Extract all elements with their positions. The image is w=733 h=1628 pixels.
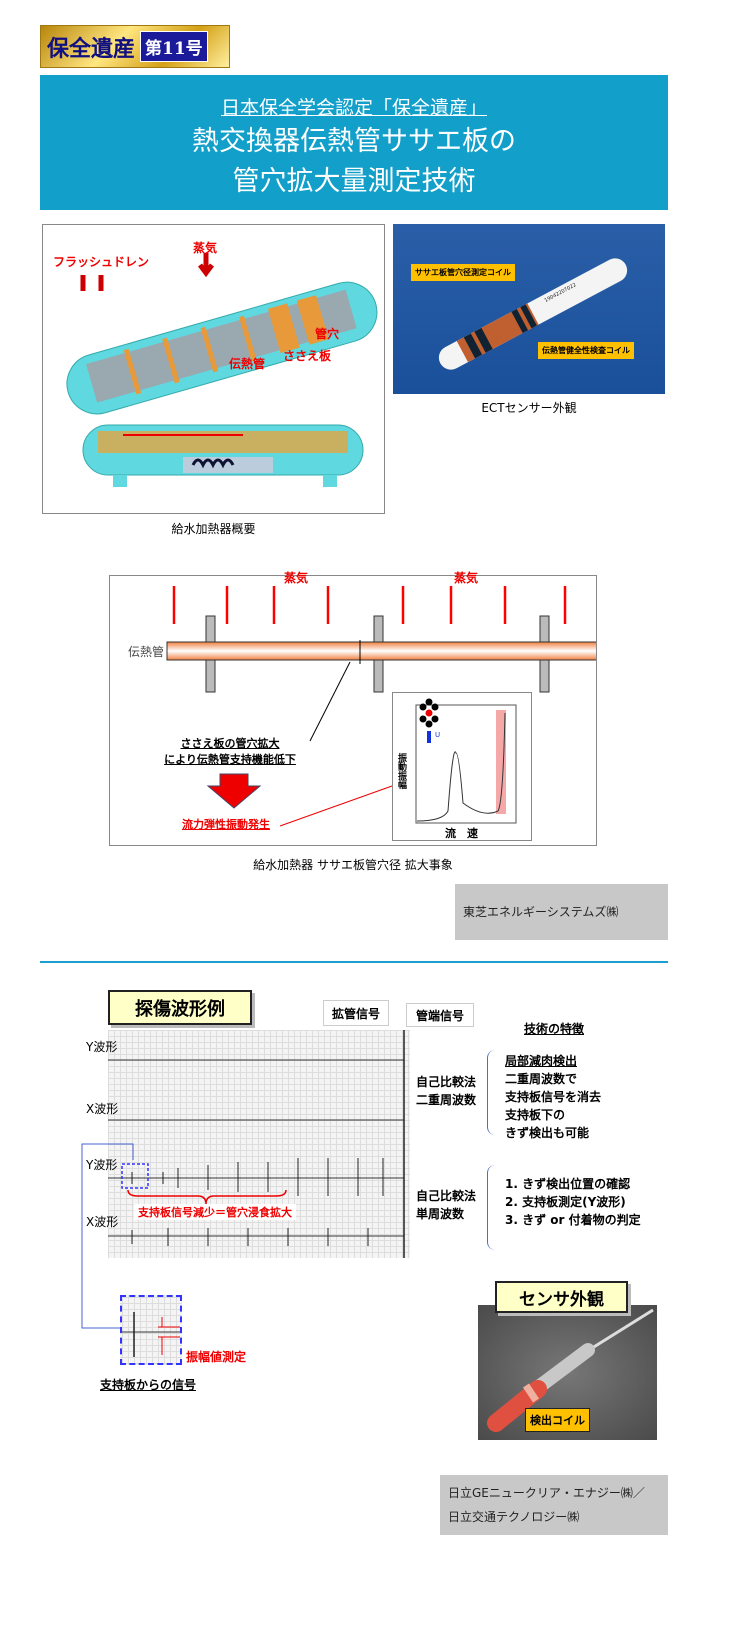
- flash-drain-label: フラッシュドレン: [53, 255, 150, 269]
- effect-text: 流力弾性振動発生: [182, 818, 270, 831]
- method-single-frequency: 自己比較法 単周波数: [416, 1187, 476, 1223]
- company-credit-hitachi: 日立GEニュークリア・エナジー㈱／ 日立交通テクノロジー㈱: [440, 1475, 668, 1535]
- banner-title-line1: 熱交換器伝熱管ササエ板の: [192, 126, 516, 157]
- badge-series: 保全遺産: [47, 35, 136, 62]
- heater-illustration: [66, 253, 378, 487]
- support-signal-note: 支持板信号減少＝管穴浸食拡大: [134, 1204, 296, 1220]
- sensor-title: センサ外観: [495, 1281, 628, 1313]
- y-waveform-label-2: Y波形: [86, 1158, 118, 1172]
- banner-title-line2: 管穴拡大量測定技術: [232, 166, 476, 197]
- tube-label: 伝熱管: [128, 645, 165, 659]
- brace-1: [487, 1050, 495, 1135]
- graph-xlabel: 流 速: [445, 827, 478, 840]
- section-divider: [40, 961, 668, 963]
- waveform-title: 探傷波形例: [108, 990, 252, 1025]
- method-dual-frequency: 自己比較法 二重周波数: [416, 1073, 476, 1109]
- method1-line1: 自己比較法: [416, 1075, 477, 1089]
- heater-caption: 給水加熱器概要: [171, 522, 256, 536]
- feature1-heading: 局部減肉検出: [505, 1054, 578, 1068]
- inset-trace: [122, 1312, 180, 1357]
- vibration-graph: 振動振幅 流 速 U: [392, 692, 532, 841]
- feature1-line: 支持板下の: [505, 1108, 566, 1122]
- method1-line2: 二重周波数: [416, 1093, 477, 1107]
- tube-hole-label: 管穴: [315, 327, 340, 341]
- waveform-traces: [108, 1030, 405, 1258]
- heater-figure: 蒸気 フラッシュドレン 管穴 ささえ板 伝熱管: [42, 224, 385, 514]
- sensor-photo: 検出コイル: [478, 1305, 657, 1440]
- inset-caption: 支持板からの信号: [100, 1378, 197, 1392]
- zoom-connector: [81, 1143, 134, 1329]
- feature2-line: 2. 支持板測定(Y波形): [505, 1195, 626, 1209]
- issue-badge: 保全遺産 第11号: [40, 25, 230, 68]
- brace-2: [487, 1165, 495, 1250]
- banner-subtitle: 日本保全学会認定「保全遺産」: [220, 97, 487, 119]
- phenomenon-figure: 蒸気 蒸気 伝熱管 ささえ板の管穴拡大 により伝熱管支持機能低下 流力弾性振動発…: [109, 571, 597, 846]
- company-credit-toshiba: 東芝エネルギーシステムズ㈱: [455, 884, 668, 940]
- feature2-line: 1. きず検出位置の確認: [505, 1177, 631, 1191]
- detection-coil-callout: 検出コイル: [525, 1408, 590, 1432]
- company-name: 東芝エネルギーシステムズ㈱: [463, 905, 619, 919]
- x-waveform-label-1: X波形: [86, 1102, 119, 1116]
- expansion-signal-label: 拡管信号: [323, 1000, 389, 1026]
- feature1-line: 二重周波数で: [505, 1072, 578, 1086]
- callout-tube-hole-coil: ササエ板管穴径測定コイル: [411, 264, 515, 281]
- heat-tube-label: 伝熱管: [229, 357, 266, 371]
- tube-support-diagram: [166, 586, 596, 827]
- flow-symbol: U: [435, 731, 441, 739]
- features-title: 技術の特徴: [524, 1022, 585, 1036]
- steam-label-right: 蒸気: [454, 571, 479, 585]
- title-banner: 日本保全学会認定「保全遺産」 熱交換器伝熱管ササエ板の 管穴拡大量測定技術: [40, 75, 668, 210]
- method2-line1: 自己比較法: [416, 1189, 477, 1203]
- support-signal-inset: [120, 1295, 182, 1365]
- feature1-line: きず検出も可能: [505, 1126, 590, 1140]
- company-name-line2: 日立交通テクノロジー㈱: [448, 1510, 580, 1524]
- waveform-chart: [108, 1030, 410, 1258]
- feature2-line: 3. きず or 付着物の判定: [505, 1213, 641, 1227]
- steam-label-left: 蒸気: [284, 571, 309, 585]
- x-waveform-label-2: X波形: [86, 1215, 119, 1229]
- feature1-line: 支持板信号を消去: [505, 1090, 602, 1104]
- sensor-probe-image: [487, 1308, 654, 1432]
- callout-integrity-coil: 伝熱管健全性検査コイル: [538, 342, 634, 359]
- cause-line1: ささえ板の管穴拡大: [180, 737, 280, 750]
- method2-line2: 単周波数: [416, 1207, 465, 1221]
- badge-issue: 第11号: [140, 31, 208, 62]
- feature-list-2: 1. きず検出位置の確認 2. 支持板測定(Y波形) 3. きず or 付着物の…: [505, 1175, 641, 1229]
- phenomenon-caption: 給水加熱器 ササエ板管穴径 拡大事象: [253, 858, 453, 872]
- steam-label: 蒸気: [193, 241, 218, 255]
- cause-text: ささえ板の管穴拡大 により伝熱管支持機能低下: [140, 736, 320, 768]
- vibration-curve: [415, 698, 517, 824]
- tube-end-signal-label: 管端信号: [406, 1003, 474, 1027]
- feature-list-1: 局部減肉検出 二重周波数で 支持板信号を消去 支持板下の きず検出も可能: [505, 1052, 601, 1142]
- ect-sensor-photo: ササエ板管穴径測定コイル 伝熱管健全性検査コイル 19042207022: [393, 224, 665, 394]
- cause-line2: により伝熱管支持機能低下: [164, 753, 296, 766]
- graph-ylabel: 振動振幅: [396, 753, 406, 789]
- ect-caption: ECTセンサー外観: [481, 401, 577, 415]
- y-waveform-label-1: Y波形: [86, 1040, 118, 1054]
- ect-probe-image: [438, 258, 628, 370]
- company-name-line1: 日立GEニュークリア・エナジー㈱／: [448, 1486, 645, 1500]
- support-plate-label: ささえ板: [283, 349, 332, 363]
- amplitude-measure-label: 振幅値測定: [186, 1350, 247, 1364]
